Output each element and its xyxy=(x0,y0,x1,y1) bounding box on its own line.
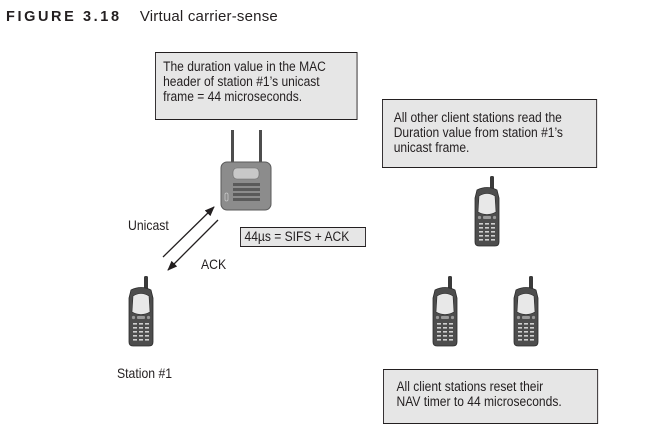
nav-reset-note: All client stations reset their NAV time… xyxy=(383,369,599,424)
ack-arrow xyxy=(167,219,219,271)
note-line: frame = 44 microseconds. xyxy=(163,89,303,104)
station-1-phone-icon xyxy=(128,275,154,347)
note-line: unicast frame. xyxy=(393,140,470,155)
access-point-icon xyxy=(220,130,272,211)
figure-caption: Virtual carrier-sense xyxy=(139,8,278,25)
others-read-note: All other client stations read the Durat… xyxy=(382,99,598,168)
unicast-arrow xyxy=(162,206,215,258)
mac-header-note: The duration value in the MAC header of … xyxy=(155,52,358,120)
note-line: header of station #1’s unicast xyxy=(163,74,320,89)
timing-note: 44µs = SIFS + ACK xyxy=(240,227,366,247)
figure-title: FIGURE 3.18 Virtual carrier-sense xyxy=(6,8,278,25)
client-station-phone-icon xyxy=(474,175,500,247)
timing-text: 44µs = SIFS + ACK xyxy=(244,229,350,244)
ack-label: ACK xyxy=(201,257,227,272)
client-station-phone-icon xyxy=(432,275,458,347)
note-line: NAV timer to 44 microseconds. xyxy=(396,394,562,409)
note-line: Duration value from station #1’s xyxy=(393,125,563,140)
note-line: The duration value in the MAC xyxy=(163,59,326,74)
note-line: All other client stations read the xyxy=(393,110,562,125)
figure-number: FIGURE 3.18 xyxy=(6,9,122,25)
station-1-label: Station #1 xyxy=(117,366,173,381)
unicast-label: Unicast xyxy=(128,218,169,233)
note-line: All client stations reset their xyxy=(396,379,544,394)
client-station-phone-icon xyxy=(513,275,539,347)
